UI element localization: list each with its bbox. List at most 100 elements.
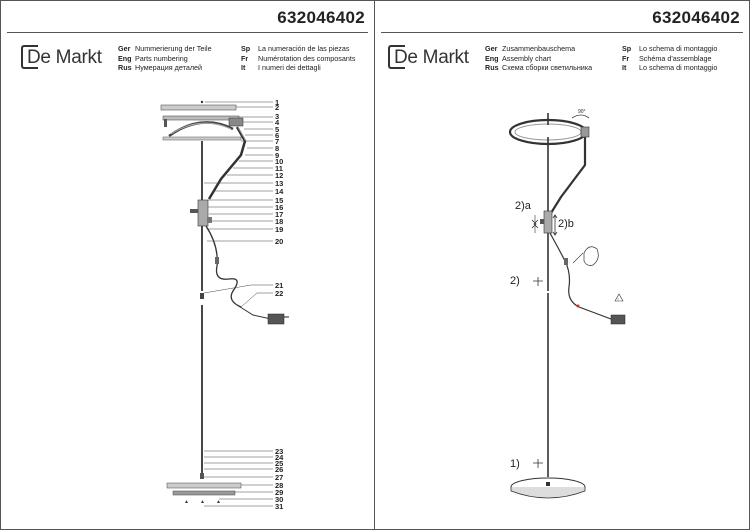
screw	[200, 100, 204, 104]
warning-icon	[614, 293, 624, 302]
exploded-parts-diagram: ▲ ▲ ▲ 1 2 3 4 5 6 7 8 9 10 11 12 13 1	[160, 98, 289, 511]
part-number: 20	[275, 237, 283, 246]
part-number: 30	[275, 495, 283, 504]
connector	[207, 217, 212, 223]
rotate-angle: 90°	[578, 109, 586, 115]
foot-mark: ▲	[184, 499, 189, 505]
part-number: 1	[275, 98, 279, 107]
part-number: 5	[275, 125, 279, 134]
part-number: 19	[275, 225, 283, 234]
logo-bracket-icon	[388, 45, 405, 69]
leader-lines	[203, 101, 273, 507]
product-code: 632046402	[652, 8, 740, 27]
knob	[190, 209, 198, 213]
step-2a-label: 2)a	[515, 200, 532, 212]
part-number: 6	[275, 131, 279, 140]
part-number: 12	[275, 171, 283, 180]
pole-joint	[200, 293, 204, 299]
hinge-block	[228, 117, 244, 127]
foot-mark: ▲	[216, 499, 221, 505]
base-plate	[166, 482, 242, 489]
led-ring-top	[162, 115, 240, 121]
tighten-arrows-icon	[531, 219, 539, 229]
part-number: 2	[275, 103, 279, 112]
part-number: 21	[275, 281, 283, 290]
inline-switch	[215, 257, 219, 264]
plug-cable	[236, 304, 272, 320]
header-divider	[7, 32, 368, 33]
reflector-arc-inner	[170, 122, 232, 135]
part-number: 24	[275, 453, 284, 462]
product-code: 632046402	[277, 8, 365, 27]
part-number: 13	[275, 179, 283, 188]
brand-name: De Markt	[27, 47, 102, 68]
step-2b-label: 2)b	[558, 218, 574, 230]
part-number: 3	[275, 112, 279, 121]
arm	[207, 126, 247, 200]
power-cable	[549, 232, 612, 320]
part-number: 11	[275, 164, 283, 173]
step-1-label: 1)	[510, 458, 520, 470]
junction-box	[197, 199, 209, 227]
part-number: 28	[275, 481, 283, 490]
junction-box	[543, 210, 553, 234]
power-cable	[205, 225, 242, 308]
part-number: 18	[275, 217, 283, 226]
assembly-diagram: 90° 2)a 2)b ! 2) 1)	[508, 109, 626, 499]
part-number: 10	[275, 157, 283, 166]
part-number: 23	[275, 447, 283, 456]
part-number: 15	[275, 196, 283, 205]
plus-arrow-icon	[533, 459, 543, 468]
part-number: 4	[275, 118, 280, 127]
hand-icon	[583, 246, 599, 266]
brand-logo: De Markt	[388, 45, 480, 71]
part-number: 27	[275, 473, 283, 482]
plus-arrow-icon	[533, 277, 543, 286]
ring-bottom	[162, 136, 242, 141]
connector-dot	[576, 304, 580, 308]
diffuser-cover	[160, 104, 237, 111]
hinge	[580, 126, 590, 138]
power-adapter	[267, 313, 285, 325]
part-number: 22	[275, 289, 283, 298]
step-2-label: 2)	[510, 275, 520, 287]
part-number: 8	[275, 144, 279, 153]
part-number: 17	[275, 210, 283, 219]
base-weight	[172, 490, 236, 496]
base-screw	[546, 482, 550, 486]
part-number: 16	[275, 203, 283, 212]
rotate-arrow-icon	[571, 114, 590, 119]
header-divider	[381, 32, 743, 33]
vertical-arrow-icon	[552, 214, 558, 236]
part-number: 25	[275, 459, 283, 468]
warning-icon: !	[618, 297, 619, 302]
part-number: 14	[275, 187, 284, 196]
base-screw	[200, 473, 204, 479]
arm-highlight	[237, 126, 247, 142]
clip	[164, 119, 167, 127]
foot-mark: ▲	[200, 499, 205, 505]
pointer-line	[572, 252, 584, 264]
arm	[550, 137, 587, 214]
knob	[540, 219, 544, 224]
logo-bracket-icon	[21, 45, 38, 69]
part-number: 9	[275, 151, 279, 160]
brand-logo: De Markt	[21, 45, 113, 71]
brand-name: De Markt	[394, 47, 469, 68]
base-edge	[510, 487, 586, 499]
part-number: 29	[275, 488, 283, 497]
